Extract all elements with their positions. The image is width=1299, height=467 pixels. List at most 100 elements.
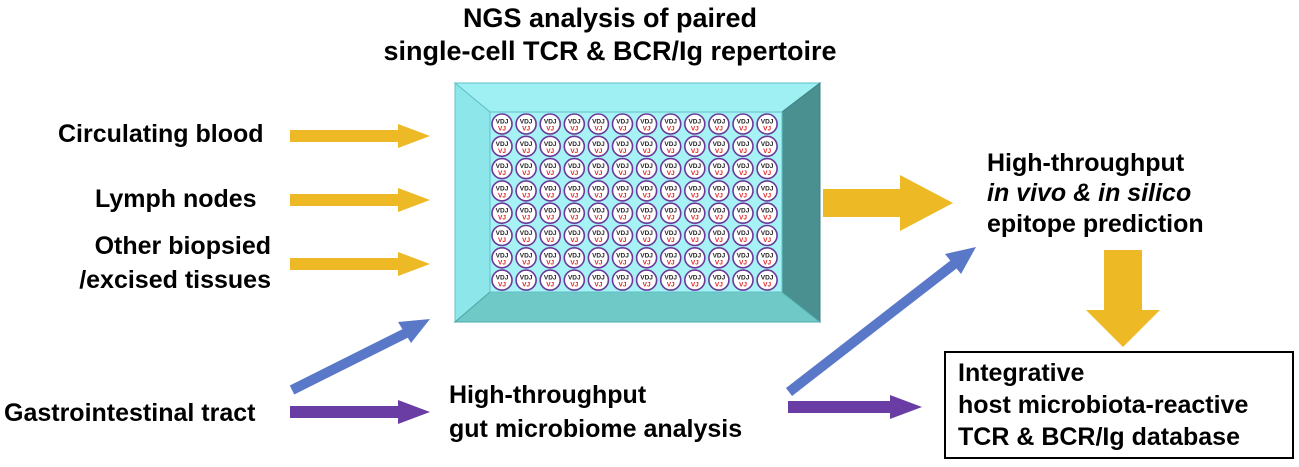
well-label-vdj: VDJ	[688, 185, 701, 192]
well-label-vdj: VDJ	[592, 119, 605, 126]
well-label-vj: VJ	[619, 259, 627, 266]
well-label-vdj: VDJ	[568, 119, 581, 126]
well-label-vj: VJ	[498, 148, 506, 155]
well-label-vdj: VDJ	[568, 275, 581, 282]
well-label-vdj: VDJ	[496, 275, 509, 282]
well-label-vj: VJ	[594, 215, 602, 222]
well-label-vdj: VDJ	[664, 208, 677, 215]
well-label-vdj: VDJ	[640, 185, 653, 192]
well-label-vj: VJ	[594, 259, 602, 266]
well-label-vdj: VDJ	[544, 163, 557, 170]
well-label-vj: VJ	[643, 282, 651, 289]
arrow-gi-to-gut-analysis	[290, 400, 430, 424]
well-label-vdj: VDJ	[640, 252, 653, 259]
well-label-vdj: VDJ	[496, 185, 509, 192]
well-label-vj: VJ	[498, 215, 506, 222]
well-label-vdj: VDJ	[616, 230, 629, 237]
well-label-vdj: VDJ	[737, 185, 750, 192]
well-label-vdj: VDJ	[713, 119, 726, 126]
well-label-vdj: VDJ	[761, 230, 774, 237]
arrow-gi-to-plate	[289, 319, 430, 395]
well-label-vj: VJ	[763, 170, 771, 177]
well-label-vdj: VDJ	[568, 208, 581, 215]
well-label-vj: VJ	[546, 148, 554, 155]
well-label-vdj: VDJ	[616, 163, 629, 170]
well-label-vj: VJ	[691, 192, 699, 199]
well-label-vdj: VDJ	[640, 275, 653, 282]
well-label-vj: VJ	[715, 215, 723, 222]
well-label-vj: VJ	[667, 282, 675, 289]
well-label-vj: VJ	[522, 148, 530, 155]
well-label-vdj: VDJ	[761, 185, 774, 192]
well-label-vj: VJ	[715, 282, 723, 289]
well-label-vj: VJ	[570, 126, 578, 133]
well-label-vj: VJ	[498, 170, 506, 177]
well-label-vj: VJ	[546, 237, 554, 244]
well-plate: VDJVJVDJVJVDJVJVDJVJVDJVJVDJVJVDJVJVDJVJ…	[453, 81, 822, 324]
well-label-vdj: VDJ	[520, 141, 533, 148]
well-label-vdj: VDJ	[688, 163, 701, 170]
well-label-vdj: VDJ	[616, 275, 629, 282]
well-label-vj: VJ	[570, 148, 578, 155]
well-label-vj: VJ	[763, 282, 771, 289]
well-label-vdj: VDJ	[544, 230, 557, 237]
database-box	[944, 351, 1294, 459]
well-label-vdj: VDJ	[544, 252, 557, 259]
well-label-vdj: VDJ	[737, 230, 750, 237]
well-label-vdj: VDJ	[496, 119, 509, 126]
label-lymph-nodes: Lymph nodes	[95, 185, 257, 213]
well-label-vdj: VDJ	[713, 230, 726, 237]
well-label-vj: VJ	[522, 282, 530, 289]
well-label-vdj: VDJ	[664, 230, 677, 237]
well-label-vj: VJ	[498, 259, 506, 266]
well-label-vdj: VDJ	[664, 185, 677, 192]
well-label-vdj: VDJ	[688, 252, 701, 259]
arrow-lymph-to-plate	[290, 188, 430, 212]
well-label-vdj: VDJ	[737, 119, 750, 126]
well-label-vj: VJ	[643, 148, 651, 155]
well-label-vj: VJ	[667, 126, 675, 133]
well-label-vj: VJ	[643, 215, 651, 222]
well-label-vdj: VDJ	[664, 163, 677, 170]
diagram-title: NGS analysis of paired single-cell TCR &…	[330, 2, 890, 68]
well-label-vdj: VDJ	[544, 141, 557, 148]
well-label-vdj: VDJ	[544, 208, 557, 215]
well-label-vdj: VDJ	[568, 252, 581, 259]
well-label-vj: VJ	[619, 237, 627, 244]
well-label-vj: VJ	[739, 148, 747, 155]
well-label-vdj: VDJ	[616, 252, 629, 259]
well-label-vdj: VDJ	[544, 119, 557, 126]
well-label-vdj: VDJ	[520, 119, 533, 126]
